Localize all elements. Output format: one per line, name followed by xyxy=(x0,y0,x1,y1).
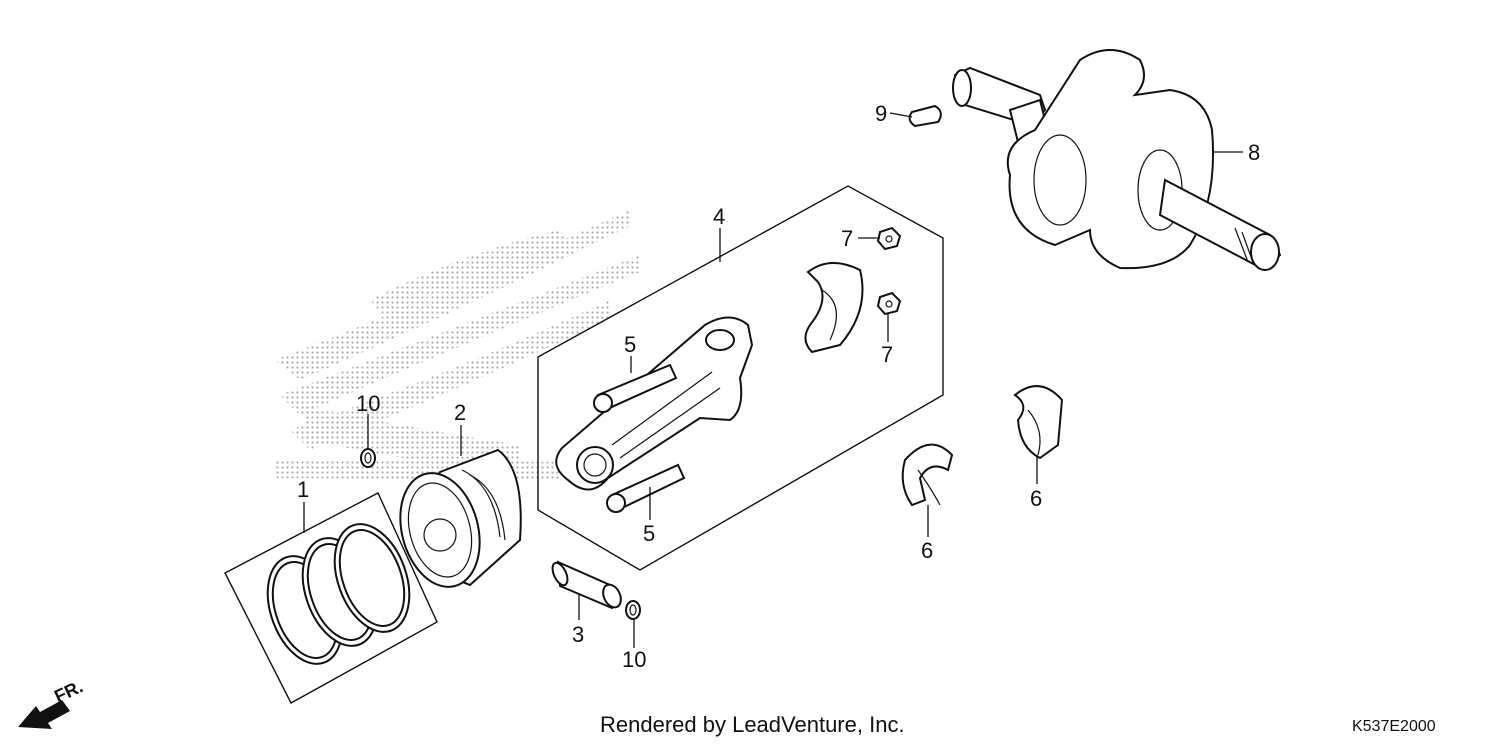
callout-7-lower: 7 xyxy=(881,342,893,367)
callout-9: 9 xyxy=(875,101,887,126)
connecting-rod-box xyxy=(537,185,944,571)
callout-4: 4 xyxy=(713,204,725,229)
piston-pin-clip-upper[interactable] xyxy=(360,448,376,468)
connecting-rod-cap[interactable] xyxy=(804,262,864,354)
connecting-rod-bolt-lower[interactable] xyxy=(606,463,686,513)
callout-1: 1 xyxy=(297,477,309,502)
callout-3: 3 xyxy=(572,622,584,647)
connecting-rod[interactable] xyxy=(555,316,754,491)
crankshaft[interactable] xyxy=(952,49,1282,272)
callout-5-upper: 5 xyxy=(624,332,636,357)
callout-10-upper: 10 xyxy=(356,391,380,416)
wing-logo-watermark xyxy=(275,210,640,480)
piston-ring-set[interactable] xyxy=(224,492,438,704)
connecting-rod-bolt-upper[interactable] xyxy=(593,363,678,413)
woodruff-key[interactable] xyxy=(908,104,942,128)
piston[interactable] xyxy=(388,448,522,596)
diagram-code: K537E2000 xyxy=(1352,718,1436,735)
callout-8: 8 xyxy=(1248,140,1260,165)
piston-pin[interactable] xyxy=(549,560,624,611)
callout-10-lower: 10 xyxy=(622,647,646,672)
callout-6-left: 6 xyxy=(921,538,933,563)
crank-bearing-left[interactable] xyxy=(901,443,954,507)
crank-bearing-right[interactable] xyxy=(1013,385,1064,460)
connecting-rod-nut-lower[interactable] xyxy=(876,291,902,316)
connecting-rod-nut-upper[interactable] xyxy=(876,226,902,251)
callout-7-upper: 7 xyxy=(841,226,853,251)
callout-2: 2 xyxy=(454,400,466,425)
front-direction-label: FR. xyxy=(51,676,86,706)
render-credit: Rendered by LeadVenture, Inc. xyxy=(600,712,905,737)
callout-6-right: 6 xyxy=(1030,486,1042,511)
front-direction-arrow-icon: FR. xyxy=(18,676,86,729)
piston-pin-clip-lower[interactable] xyxy=(625,600,641,620)
callout-5-lower: 5 xyxy=(643,521,655,546)
leader-lines xyxy=(303,112,1243,648)
